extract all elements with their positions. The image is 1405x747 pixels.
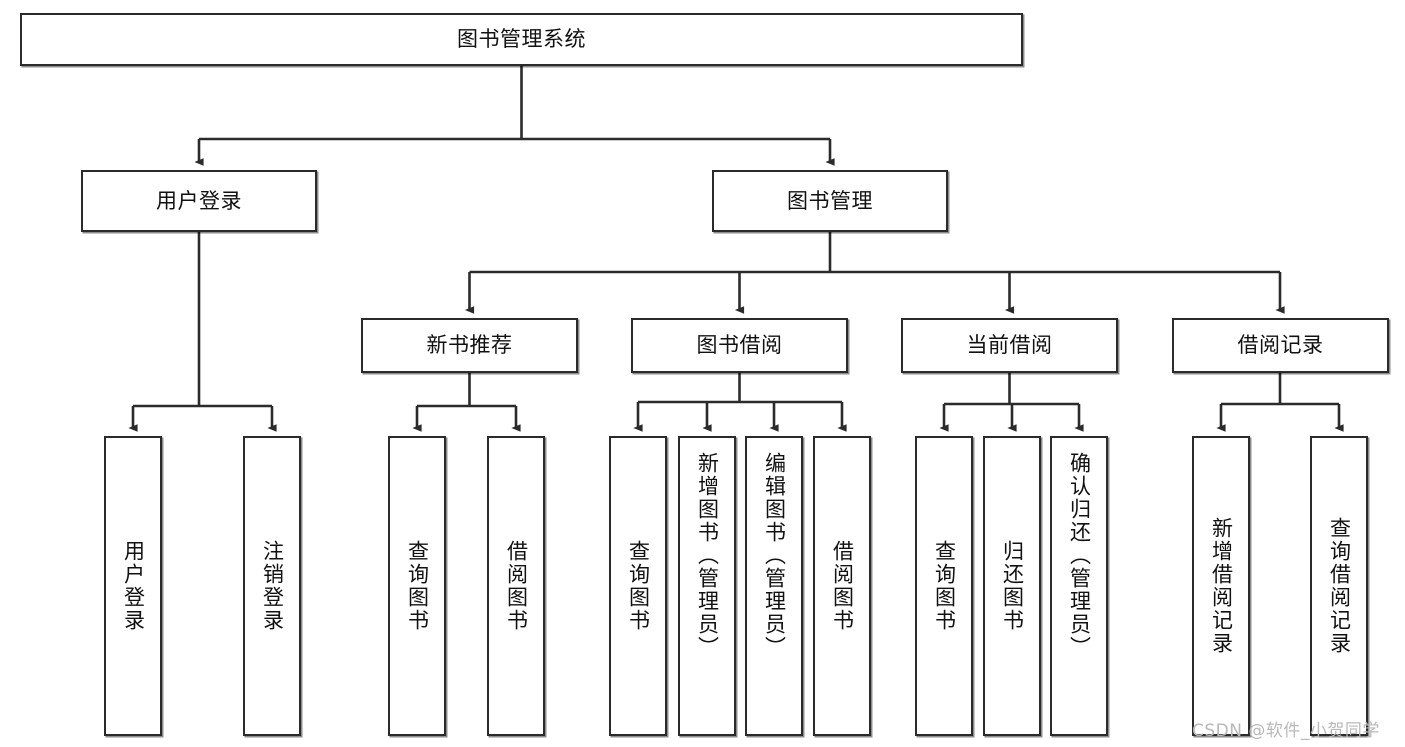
leaf-node-label: 查询图书 (626, 540, 651, 632)
leaf-node-label: 注销登录 (260, 540, 285, 632)
leaf-node[interactable]: 注销登录 (243, 436, 301, 736)
leaf-node-label: 查询图书 (932, 540, 957, 632)
node-current-borrow-label: 当前借阅 (966, 333, 1053, 358)
leaf-node-label: 用户登录 (121, 540, 146, 632)
node-current-borrow[interactable]: 当前借阅 (901, 318, 1118, 373)
leaf-node[interactable]: 查询图书 (609, 436, 667, 736)
leaf-node-label: 查询图书 (405, 540, 430, 632)
node-borrow-record[interactable]: 借阅记录 (1172, 318, 1389, 373)
leaf-node[interactable]: 新增图书（管理员） (678, 436, 736, 736)
node-root-label: 图书管理系统 (457, 27, 586, 52)
node-user-login[interactable]: 用户登录 (81, 170, 317, 232)
leaf-node-label: 编辑图书（管理员） (762, 452, 787, 659)
leaf-node-label: 新增图书（管理员） (695, 452, 720, 659)
leaf-node[interactable]: 查询图书 (915, 436, 973, 736)
leaf-node[interactable]: 用户登录 (104, 436, 162, 736)
node-book-borrow-label: 图书借阅 (696, 333, 783, 358)
node-book-management-label: 图书管理 (787, 188, 873, 213)
leaf-node-label: 借阅图书 (830, 540, 855, 632)
node-new-book-recommend[interactable]: 新书推荐 (361, 318, 578, 373)
node-root[interactable]: 图书管理系统 (20, 13, 1023, 66)
node-new-book-recommend-label: 新书推荐 (426, 333, 513, 358)
node-book-borrow[interactable]: 图书借阅 (631, 318, 848, 373)
leaf-node[interactable]: 查询借阅记录 (1310, 436, 1368, 736)
leaf-node[interactable]: 借阅图书 (487, 436, 545, 736)
leaf-node-label: 借阅图书 (504, 540, 529, 632)
leaf-node[interactable]: 新增借阅记录 (1192, 436, 1250, 736)
leaf-node-label: 归还图书 (1000, 540, 1025, 632)
leaf-node[interactable]: 归还图书 (983, 436, 1041, 736)
leaf-node[interactable]: 借阅图书 (813, 436, 871, 736)
leaf-node[interactable]: 查询图书 (388, 436, 446, 736)
leaf-node[interactable]: 确认归还（管理员） (1050, 436, 1108, 736)
node-book-management[interactable]: 图书管理 (712, 170, 948, 232)
node-borrow-record-label: 借阅记录 (1237, 333, 1324, 358)
watermark: CSDN @软件_小贺同学 (1192, 721, 1380, 741)
leaf-node-label: 确认归还（管理员） (1067, 452, 1092, 659)
leaf-node-label: 查询借阅记录 (1327, 517, 1352, 655)
leaf-node[interactable]: 编辑图书（管理员） (745, 436, 803, 736)
leaf-node-label: 新增借阅记录 (1209, 517, 1234, 655)
node-user-login-label: 用户登录 (156, 188, 242, 213)
